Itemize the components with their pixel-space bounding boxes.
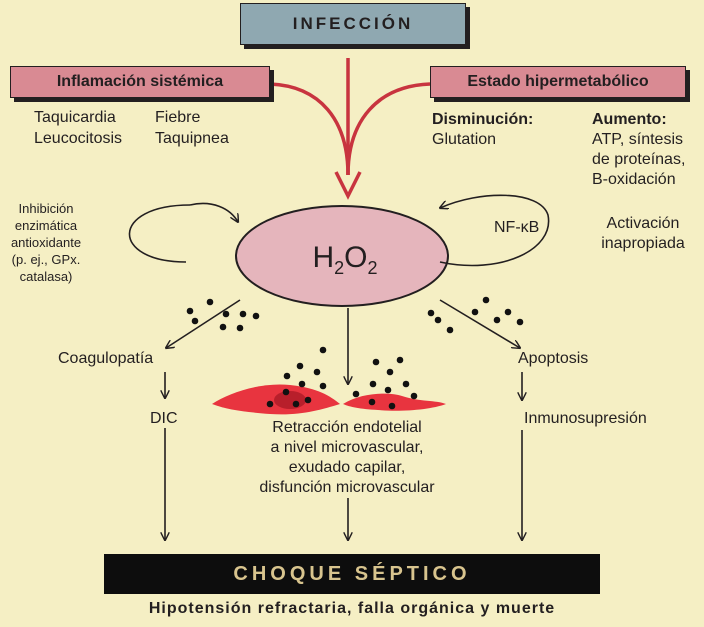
red-arrowhead <box>334 171 362 200</box>
endothelial-line-4: disfunción microvascular <box>259 479 435 496</box>
activation-text: Activación inapropiada <box>588 214 698 254</box>
endothelial-line-3: exudado capilar, <box>288 459 406 476</box>
sign-taquipnea: Taquipnea <box>155 130 229 147</box>
inhibition-line-3: antioxidante <box>10 235 82 250</box>
coagulopatia-label: Coagulopatía <box>58 350 154 367</box>
endothelial-cells <box>212 384 446 415</box>
sign-taquicardia: Taquicardia <box>34 109 116 126</box>
decrease-item: Glutation <box>432 131 497 148</box>
decrease-label: Disminución: <box>432 111 534 128</box>
estado-hipermetabolico-box: Estado hipermetabólico <box>430 66 686 98</box>
endothelial-text: Retracción endotelial a nivel microvascu… <box>222 418 472 498</box>
inhibition-line-5: catalasa) <box>19 269 73 284</box>
choque-septico-box: CHOQUE SÉPTICO <box>104 554 600 594</box>
activation-line-1: Activación <box>606 215 680 232</box>
h2o2-ellipse <box>235 205 449 307</box>
activation-line-2: inapropiada <box>601 235 685 252</box>
inmunosupresion-label: Inmunosupresión <box>524 410 647 427</box>
inhibition-loop-arrow <box>128 204 191 263</box>
dic-label: DIC <box>150 410 178 427</box>
inhibition-text: Inhibición enzimática antioxidante (p. e… <box>2 200 90 285</box>
nfkb-label: NF-κB <box>494 219 540 236</box>
increase-label: Aumento: <box>592 111 667 128</box>
arrow-to-coagulopatia <box>166 299 241 348</box>
apoptosis-label: Apoptosis <box>518 350 589 367</box>
inflamacion-sistemica-box: Inflamación sistémica <box>10 66 270 98</box>
inhibition-line-2: enzimática <box>14 218 78 233</box>
sign-leucocitosis: Leucocitosis <box>34 130 123 147</box>
inhibition-line-4: (p. ej., GPx. <box>11 252 81 267</box>
infeccion-box: INFECCIÓN <box>240 3 466 45</box>
increase-item-3: B-oxidación <box>592 171 676 188</box>
endothelial-line-1: Retracción endotelial <box>272 419 422 436</box>
increase-item-2: de proteínas, <box>592 151 686 168</box>
footer-text: Hipotensión refractaria, falla orgánica … <box>148 600 556 617</box>
h2o2-label: H2O2 <box>312 241 378 278</box>
inhibition-loop-arrow-b <box>189 202 238 222</box>
endothelial-line-2: a nivel microvascular, <box>270 439 424 456</box>
arrow-to-apoptosis <box>439 299 520 348</box>
nfkb-loop-arrow <box>440 194 550 267</box>
sign-fiebre: Fiebre <box>155 109 201 126</box>
particle-dots <box>186 296 524 410</box>
converging-arrow <box>269 58 431 176</box>
inhibition-line-1: Inhibición <box>18 201 74 216</box>
increase-item-1: ATP, síntesis <box>592 131 683 148</box>
